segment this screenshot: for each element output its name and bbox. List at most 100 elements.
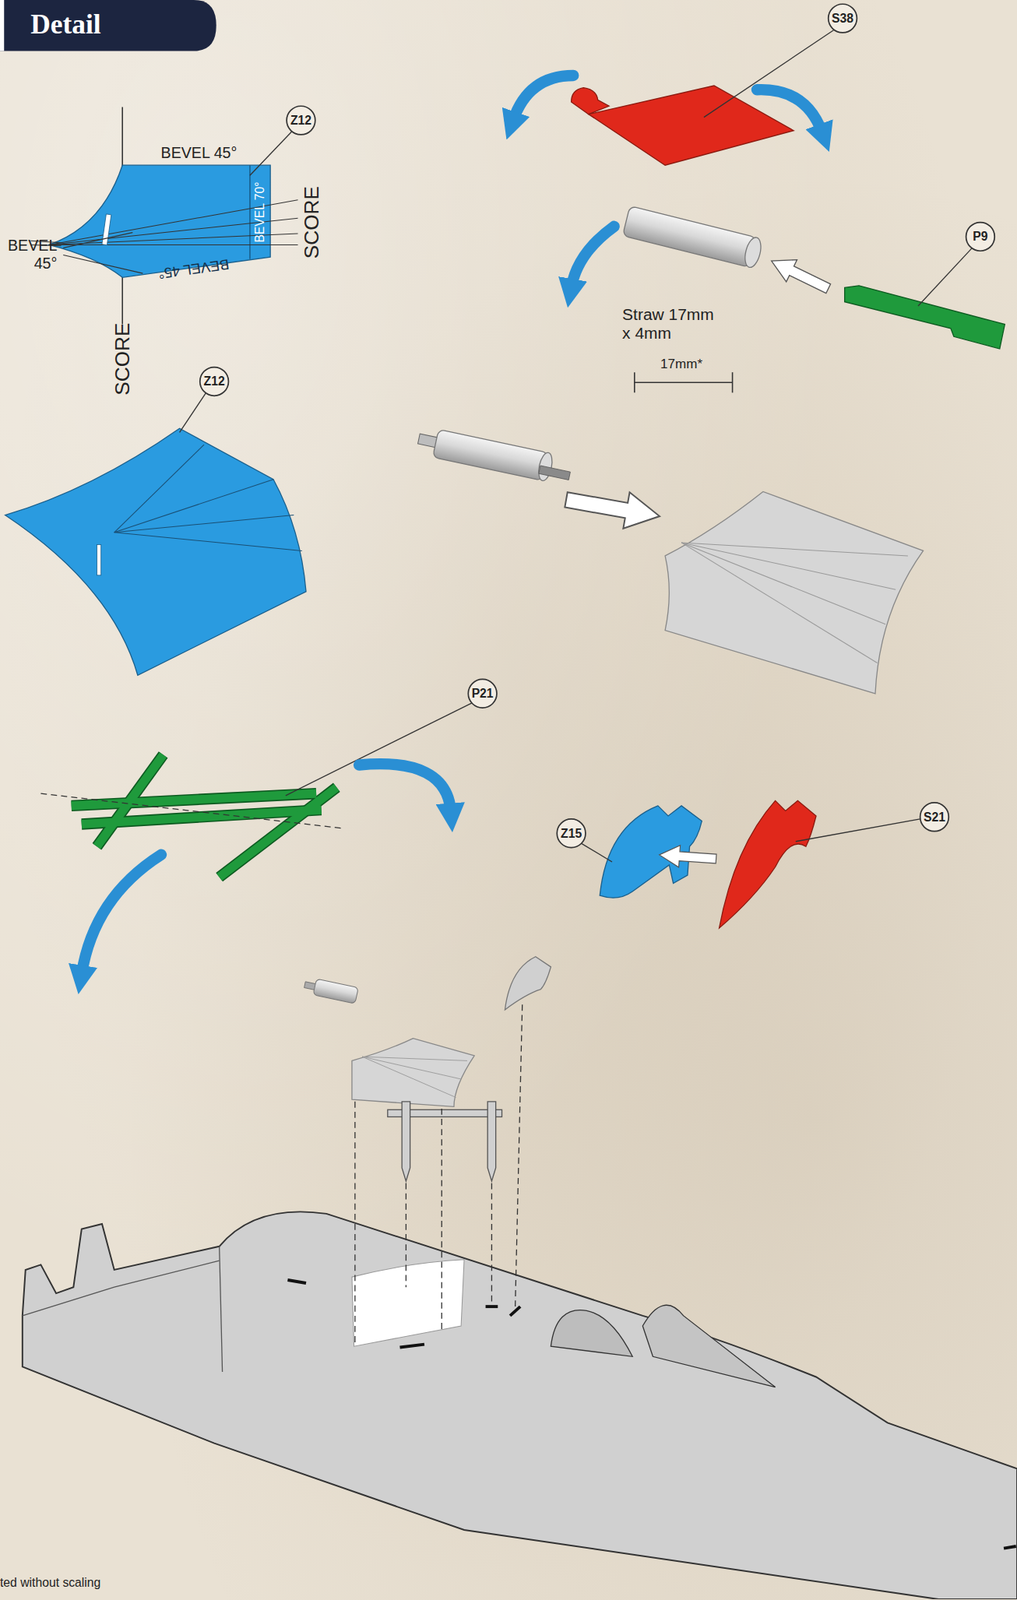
fuselage [219, 1246, 223, 1373]
fold-arrow [571, 226, 615, 289]
p21-frame [71, 793, 317, 806]
gray-panel [681, 542, 878, 664]
fuselage [287, 1280, 1016, 1549]
insert-arrow [658, 844, 718, 870]
scale-bar [634, 372, 733, 393]
callout-leader [581, 843, 613, 863]
score-note: SCORE [299, 181, 324, 264]
p9-part [844, 285, 1006, 349]
small-frame [401, 1101, 410, 1182]
fuselage [351, 1259, 465, 1347]
p21-frame [40, 754, 342, 877]
small-frame [387, 1101, 503, 1182]
callout-number: P21 [467, 684, 498, 704]
z12-flat-part [63, 255, 143, 275]
callout-number: S21 [918, 808, 950, 827]
s21-part [719, 800, 817, 929]
small-gray-panel [362, 1056, 461, 1080]
insert-arrow [563, 482, 663, 535]
z12-flat-part [102, 214, 112, 246]
z12-flat-part [49, 244, 299, 246]
callout-number: Z12 [198, 372, 229, 391]
title-tab [0, 0, 217, 52]
callout-number: Z15 [556, 823, 587, 843]
s38-part [571, 87, 609, 115]
dimension-label: 17mm* [640, 355, 723, 373]
z12-curved-part [96, 545, 101, 576]
straw-assembly [538, 465, 571, 480]
bevel-note: BEVEL 45° [137, 144, 261, 163]
fuselage [22, 1211, 1017, 1600]
fuselage [22, 1260, 220, 1317]
z12-curved-part [5, 428, 307, 676]
z12-curved-part [114, 444, 205, 533]
small-gray-panel [362, 1056, 457, 1098]
small-z15 [504, 957, 551, 1010]
fuselage [510, 1306, 521, 1317]
title-tab [0, 0, 4, 52]
callout-leader [703, 29, 835, 118]
fuselage [400, 1344, 425, 1348]
z12-curved-part [114, 515, 295, 533]
page-title: Detail [30, 9, 205, 42]
fuselage [642, 1305, 775, 1387]
s38-part [571, 85, 795, 166]
callout-leader [795, 819, 921, 842]
dashed-guide [441, 1108, 443, 1332]
scale-bar [731, 372, 734, 393]
dashed-guide [491, 1183, 493, 1305]
callout-leader [249, 131, 293, 176]
p21-frame [219, 787, 338, 877]
straw-tube [742, 235, 764, 270]
fold-arrow [81, 763, 451, 975]
callout-leader [285, 679, 497, 796]
fold-arrow [513, 75, 823, 288]
scale-bar [633, 372, 636, 393]
score-note: SCORE [109, 318, 134, 401]
p21-frame [71, 754, 338, 877]
s21-part [719, 800, 817, 929]
fold-arrow [756, 89, 823, 133]
callout-leader [918, 247, 972, 307]
fuselage [287, 1280, 307, 1284]
small-gray-panel [351, 1038, 475, 1108]
fold-arrow [81, 855, 162, 975]
gray-panel [665, 491, 923, 694]
z12-flat-part [63, 232, 133, 249]
footer-note: ted without scaling [0, 1576, 205, 1591]
straw-assembly [432, 429, 549, 481]
p21-frame [40, 793, 342, 829]
small-straw [302, 976, 359, 1004]
bevel-note: BEVEL 45° [0, 236, 57, 272]
gray-panel [665, 491, 923, 694]
callout-number: Z12 [285, 111, 317, 131]
fuselage [1003, 1546, 1017, 1549]
small-straw [313, 978, 359, 1004]
z12-curved-part [5, 428, 307, 676]
dashed-guide [515, 1004, 523, 1310]
insert-arrow [766, 249, 835, 300]
gray-panel [681, 542, 896, 590]
z12-flat-part [49, 165, 271, 278]
bevel-note: BEVEL 70° [252, 166, 269, 259]
dashed-guide [405, 1183, 407, 1288]
insert-arrow [766, 249, 835, 300]
callout-number: S38 [826, 9, 858, 29]
dashed-guide [355, 1004, 523, 1347]
z12-flat-part [30, 107, 298, 325]
straw-tube [622, 206, 757, 268]
gray-panel [681, 542, 886, 625]
insert-arrow [563, 482, 663, 535]
title-tab [0, 0, 217, 52]
scale-bar [634, 381, 733, 384]
insert-arrow [658, 844, 718, 870]
straw-assembly [415, 425, 574, 486]
callout-leader [179, 392, 207, 433]
p9-part [844, 285, 1006, 349]
dashed-guide [354, 1101, 356, 1347]
small-gray-panel [351, 1038, 475, 1108]
fold-arrow [358, 763, 451, 813]
small-frame [487, 1101, 496, 1182]
